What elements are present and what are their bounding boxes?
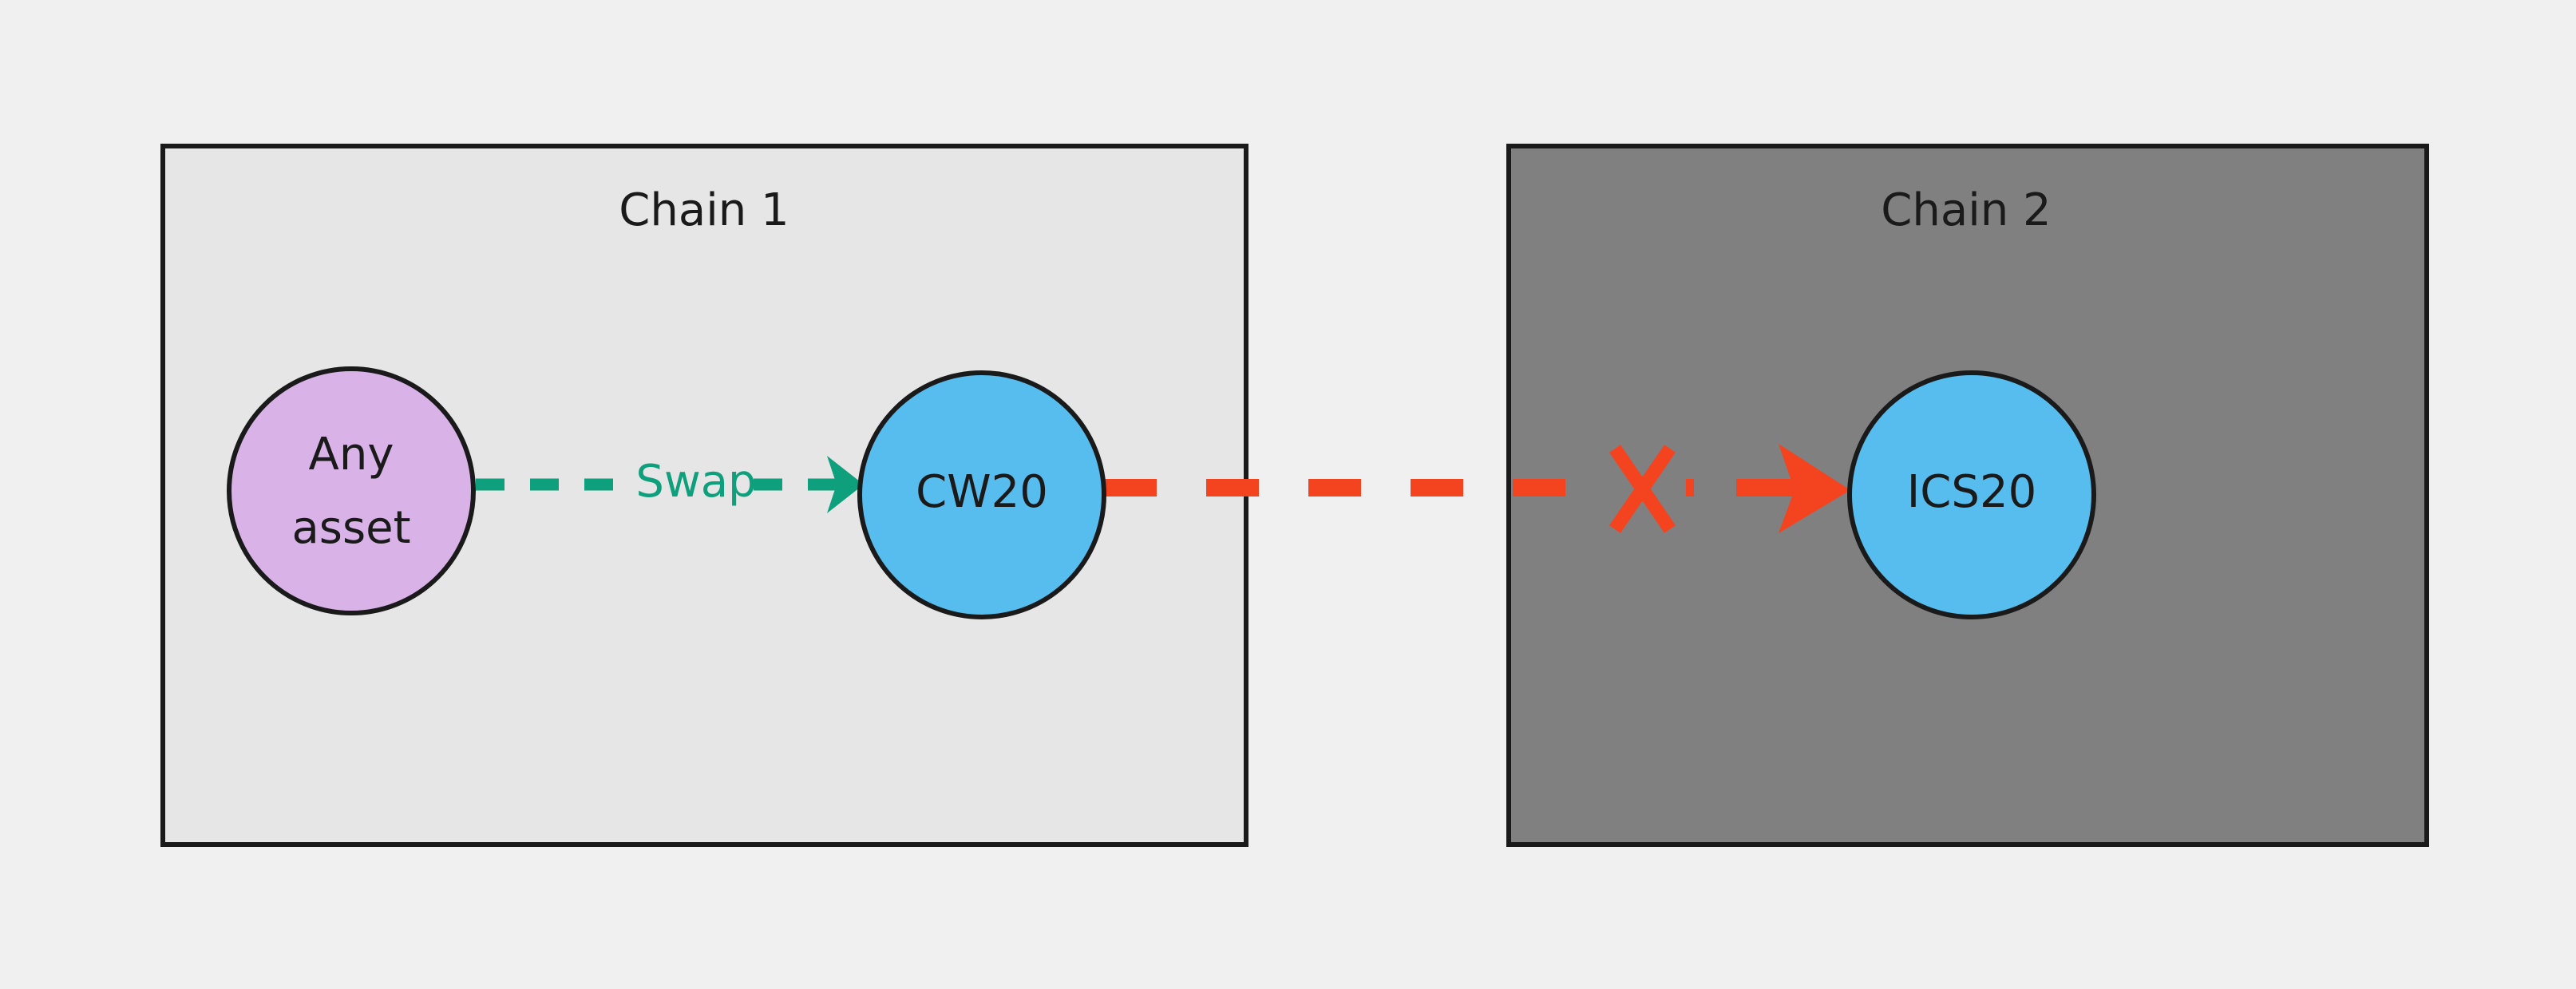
node-cw20[interactable]: CW20 bbox=[857, 370, 1106, 619]
edge-swap[interactable]: Swap bbox=[476, 456, 864, 513]
node-any-asset[interactable]: Any asset bbox=[227, 366, 476, 615]
cw20-circle bbox=[857, 370, 1106, 619]
any-asset-circle bbox=[227, 366, 476, 615]
swap-edge-label: Swap bbox=[635, 456, 756, 508]
cw20-label: CW20 bbox=[916, 466, 1048, 518]
blocked-x-icon bbox=[1609, 445, 1676, 533]
ics20-circle bbox=[1847, 370, 2096, 619]
bridge-arrowhead-icon bbox=[1779, 444, 1850, 533]
edge-bridge-blocked[interactable] bbox=[1104, 444, 1850, 533]
chain-1-label: Chain 1 bbox=[619, 184, 789, 236]
chain-2-label: Chain 2 bbox=[1881, 184, 2051, 236]
any-asset-label-line-1: Any bbox=[309, 429, 394, 481]
any-asset-label-line-2: asset bbox=[291, 502, 410, 554]
ics20-label: ICS20 bbox=[1907, 466, 2036, 518]
node-ics20[interactable]: ICS20 bbox=[1847, 370, 2096, 619]
swap-arrowhead-icon bbox=[827, 456, 864, 513]
